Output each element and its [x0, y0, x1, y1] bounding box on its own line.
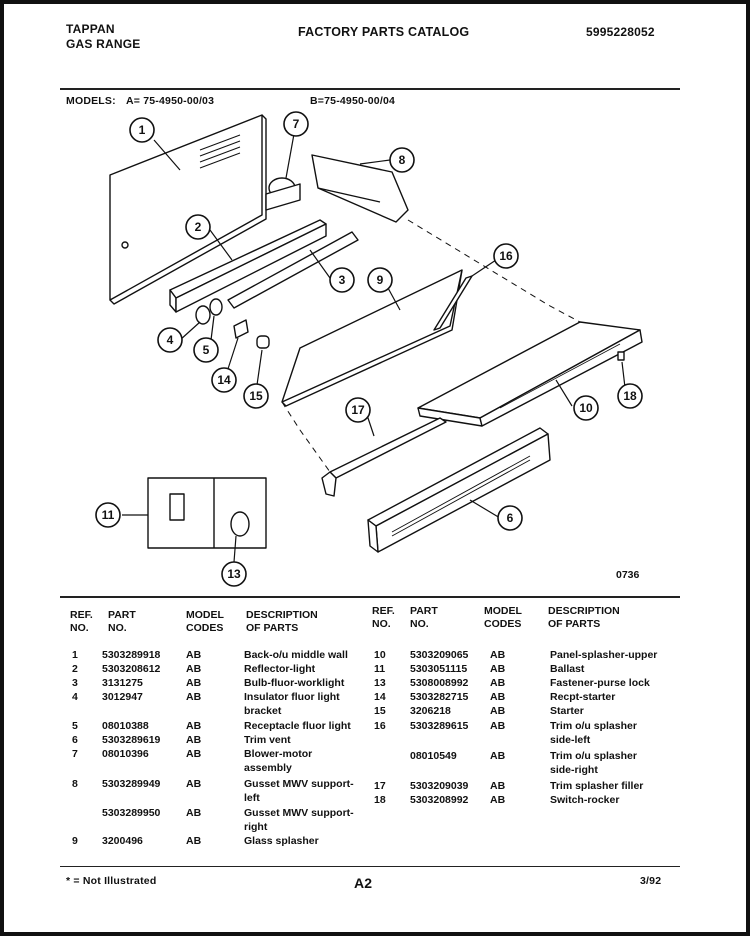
- header-ref: REF.NO.: [70, 609, 93, 634]
- callout-10: 10: [579, 401, 593, 415]
- callout-13: 13: [227, 567, 241, 581]
- model-b: B=75-4950-00/04: [310, 95, 396, 107]
- part-reflector: [169, 219, 327, 313]
- callout-14: 14: [217, 373, 231, 387]
- callout-2: 2: [195, 220, 202, 234]
- part-switch-rocker: [617, 351, 625, 361]
- callout-17: 17: [351, 403, 365, 417]
- part-fluorescent-bulb: [227, 231, 359, 309]
- part-recpt-starter: [233, 319, 249, 339]
- table-rule: [60, 596, 680, 598]
- page-border-top: [0, 0, 750, 4]
- brand-name: TAPPAN: [66, 22, 115, 36]
- revision-date: 3/92: [640, 875, 662, 887]
- footer-rule: [60, 866, 680, 867]
- models-label: MODELS:: [66, 95, 116, 107]
- catalog-title: FACTORY PARTS CATALOG: [298, 25, 470, 39]
- page-border-left: [0, 0, 4, 936]
- part-starter: [256, 335, 270, 349]
- callout-5: 5: [203, 343, 210, 357]
- part-ballast-box: [147, 477, 267, 549]
- page-number: A2: [354, 875, 373, 891]
- callout-16: 16: [499, 249, 513, 263]
- diagram-code: 0736: [616, 569, 640, 581]
- callout-7: 7: [293, 117, 300, 131]
- part-gusset: [311, 154, 409, 223]
- callout-8: 8: [399, 153, 406, 167]
- part-receptacle: [209, 298, 223, 316]
- exploded-parts-diagram: 1 2 3 4 5 6 7 8 9 10 11 13 14 15 16 17 1…: [95, 111, 643, 587]
- product-type: GAS RANGE: [66, 37, 141, 51]
- part-trim-vent: [367, 427, 551, 553]
- header-rule: [60, 88, 680, 90]
- header-ref-right: REF.NO.: [372, 605, 395, 630]
- footnote: * = Not Illustrated: [66, 875, 157, 887]
- callout-4: 4: [167, 333, 174, 347]
- model-a: A= 75-4950-00/03: [126, 95, 215, 107]
- part-blower-motor: [265, 177, 301, 211]
- callout-18: 18: [623, 389, 637, 403]
- part-upper-panel: [417, 321, 643, 427]
- part-glass-splasher: [281, 269, 463, 407]
- part-trim-filler: [321, 417, 447, 497]
- callout-15: 15: [249, 389, 263, 403]
- callout-6: 6: [507, 511, 514, 525]
- part-back-wall: [109, 114, 267, 305]
- callout-3: 3: [339, 273, 346, 287]
- part-trim-side: [433, 275, 473, 331]
- callout-9: 9: [377, 273, 384, 287]
- part-insulator: [195, 305, 211, 325]
- catalog-number: 5995228052: [586, 25, 655, 39]
- callout-1: 1: [139, 123, 146, 137]
- callout-11: 11: [102, 508, 115, 522]
